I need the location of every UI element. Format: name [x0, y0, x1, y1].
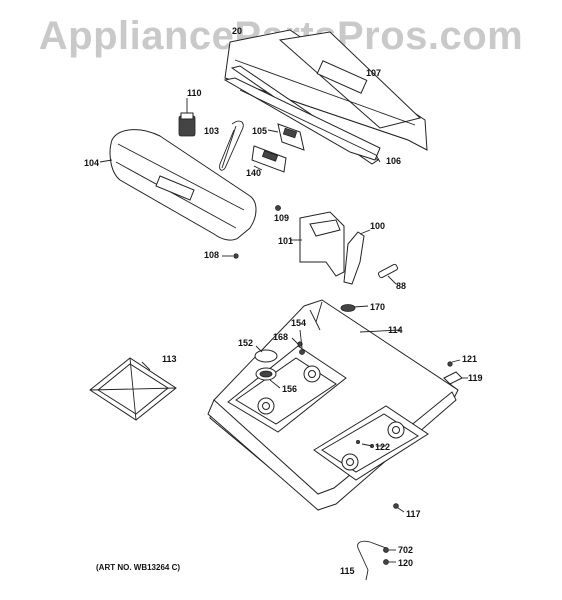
label-154: 154: [291, 318, 306, 328]
burner-168-154: [291, 329, 305, 355]
label-121: 121: [462, 354, 477, 364]
screw-117: [393, 503, 405, 513]
bracket-101: [290, 211, 345, 277]
label-119: 119: [468, 373, 483, 383]
bracket-106: [223, 77, 381, 163]
label-100: 100: [370, 221, 385, 231]
label-20: 20: [232, 26, 242, 36]
label-107: 107: [366, 68, 381, 78]
label-168: 168: [273, 332, 288, 342]
switch-110: [178, 98, 196, 137]
tube-115: [357, 540, 387, 581]
grate-113: [89, 357, 177, 421]
harness-103: [219, 120, 244, 171]
label-170: 170: [370, 302, 385, 312]
cooktop-114: [207, 299, 459, 511]
label-104: 104: [84, 158, 99, 168]
label-115: 115: [340, 566, 355, 576]
label-108: 108: [204, 250, 219, 260]
label-88: 88: [396, 281, 406, 291]
burner-cap-152: [254, 345, 278, 363]
overlay-140: [251, 145, 287, 173]
label-106: 106: [386, 156, 401, 166]
label-152: 152: [238, 338, 253, 348]
art-number: (ART NO. WB13264 C): [96, 563, 180, 572]
label-117: 117: [406, 509, 421, 519]
shaft-88: [377, 263, 399, 285]
clock-105: [267, 123, 305, 151]
backguard-104: [99, 129, 257, 241]
label-113: 113: [162, 354, 177, 364]
label-101: 101: [278, 236, 293, 246]
label-114: 114: [388, 325, 403, 335]
label-120: 120: [398, 558, 413, 568]
label-110: 110: [187, 88, 202, 98]
label-122: 122: [375, 442, 390, 452]
screw-108: [222, 253, 239, 259]
burner-head-156: [255, 367, 281, 389]
bracket-119: [443, 371, 468, 385]
orifices-122: [355, 439, 386, 448]
label-105: 105: [252, 126, 267, 136]
screw-121: [447, 359, 461, 367]
label-103: 103: [204, 126, 219, 136]
label-109: 109: [274, 213, 289, 223]
screw-109: [275, 205, 281, 211]
screw-170: [340, 304, 369, 312]
bracket-100: [343, 229, 371, 285]
label-702: 702: [398, 545, 413, 555]
fitting-702-120: [383, 547, 396, 565]
label-156: 156: [282, 384, 297, 394]
label-140: 140: [246, 168, 261, 178]
